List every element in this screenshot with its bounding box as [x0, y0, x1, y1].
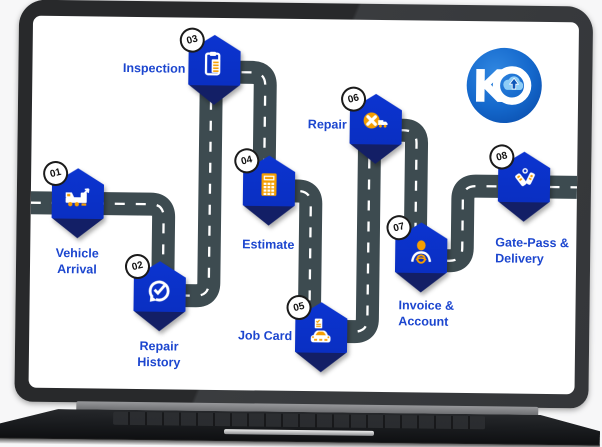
company-logo: K — [465, 46, 544, 125]
step-label: Vehicle Arrival — [55, 246, 99, 277]
repair-history-icon — [145, 275, 175, 305]
step-label: Repair History — [137, 339, 181, 370]
road-center-dashes — [30, 70, 578, 333]
step-badge — [295, 302, 348, 373]
inspection-clipboard-icon — [199, 49, 229, 79]
step-label: Invoice & Account — [398, 298, 455, 329]
step-badge — [51, 168, 104, 239]
logo-d-ring — [492, 66, 532, 105]
upload-arrow-icon — [508, 77, 520, 90]
step-badge — [498, 151, 551, 222]
step-badge — [243, 155, 296, 226]
step-badge — [188, 35, 241, 106]
tow-truck-icon — [63, 182, 93, 212]
step-job-card: 05 Job Card — [238, 292, 348, 373]
step-inspection: 03 Inspection — [123, 24, 241, 106]
calculator-icon — [254, 169, 284, 199]
laptop-bezel: K — [14, 0, 594, 409]
repair-truck-icon — [361, 108, 391, 138]
step-label: Gate-Pass & Delivery — [495, 235, 570, 266]
step-estimate: 04 Estimate — [231, 145, 296, 252]
step-repair-history: 02 Repair History — [122, 251, 186, 369]
step-repair: 06 Repair — [308, 83, 402, 165]
step-label: Inspection — [122, 60, 186, 76]
step-invoice-account: 07 Invoice & Account — [383, 212, 454, 328]
step-gate-pass-delivery: 08 Gate-Pass & Delivery — [486, 141, 569, 266]
step-badge — [349, 94, 402, 165]
gate-pass-keys-icon — [509, 166, 539, 196]
step-label: Repair — [307, 117, 347, 132]
step-label: Job Card — [237, 328, 293, 344]
laptop-screen: K — [28, 15, 580, 395]
step-vehicle-arrival: 01 Vehicle Arrival — [40, 158, 104, 276]
step-badge — [395, 222, 448, 293]
kd-logo-icon: K — [466, 47, 542, 124]
invoice-account-icon — [406, 236, 436, 266]
step-label: Estimate — [242, 237, 295, 252]
job-card-icon — [306, 316, 336, 346]
step-badge — [133, 261, 186, 332]
